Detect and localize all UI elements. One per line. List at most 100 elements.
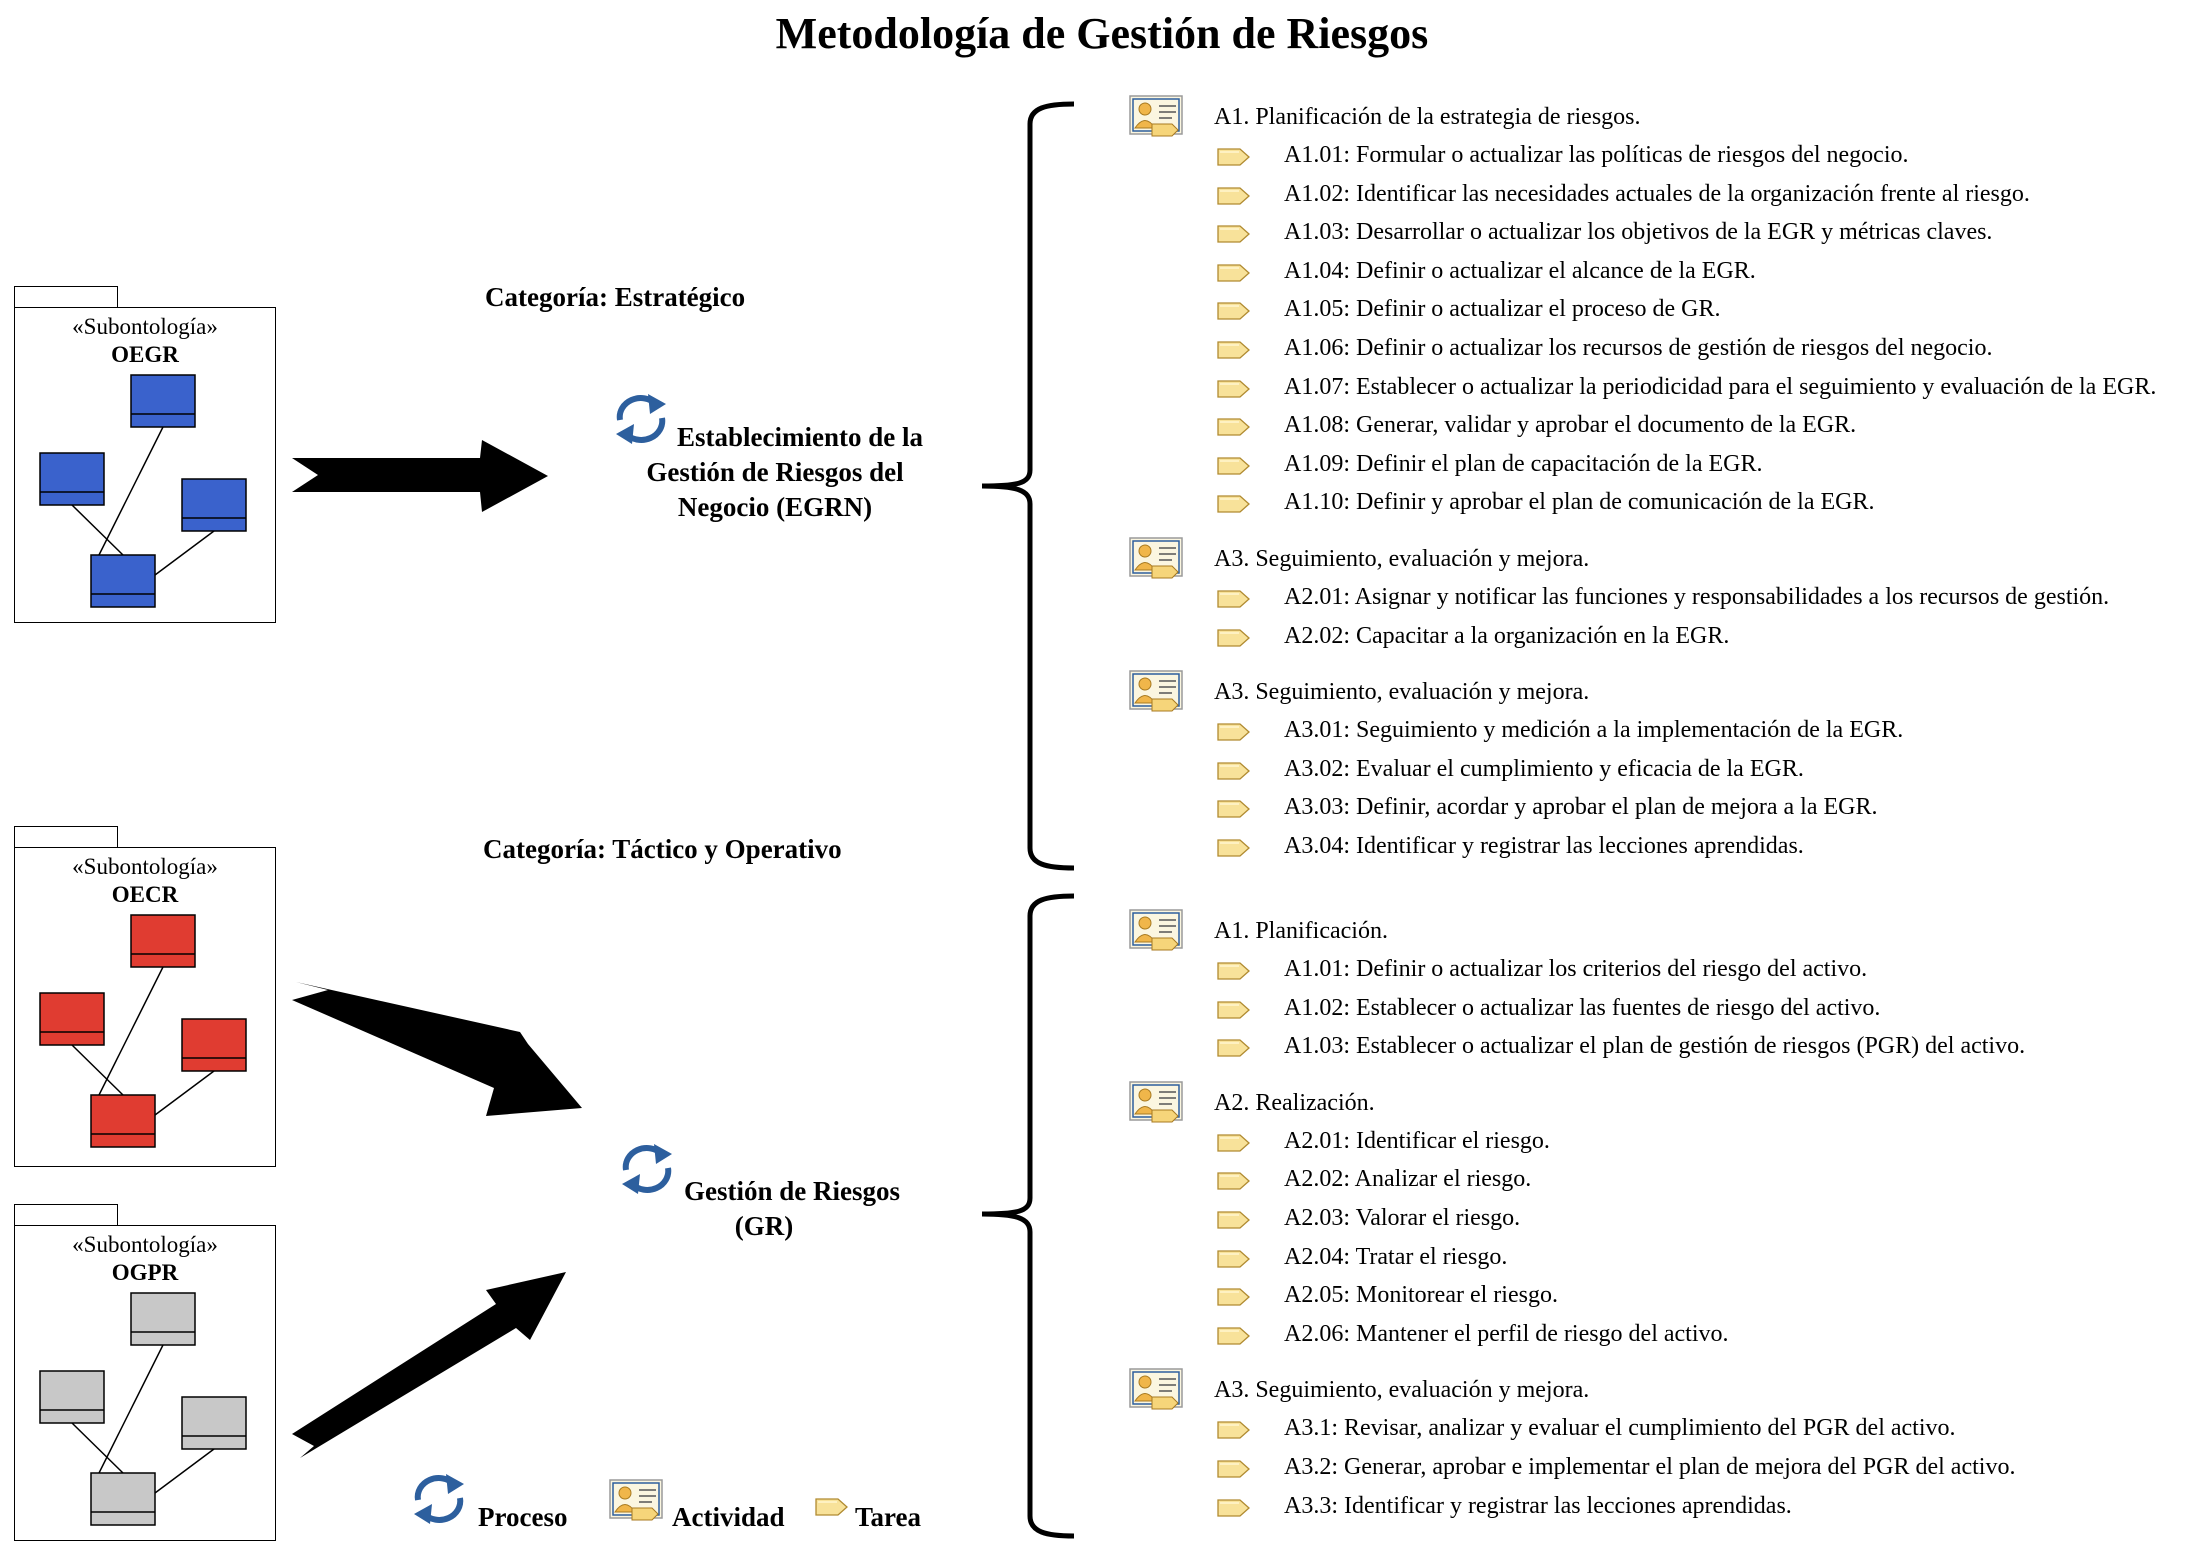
task-label: A2.03: Valorar el riesgo. bbox=[1284, 1205, 1521, 1231]
tag-shape bbox=[1217, 628, 1250, 647]
tag-shape bbox=[1217, 1249, 1250, 1268]
package-diagram bbox=[39, 1292, 247, 1526]
task-icon bbox=[1217, 1498, 1250, 1517]
task-icon bbox=[1217, 1039, 1250, 1057]
task-icon bbox=[1217, 1288, 1250, 1306]
card-tag bbox=[631, 1507, 659, 1521]
tag-shape bbox=[1217, 1172, 1250, 1191]
package-stereotype: «Subontología» bbox=[72, 1232, 218, 1257]
task-label: A1.01: Definir o actualizar los criterio… bbox=[1284, 956, 1868, 982]
tag-shape bbox=[1217, 1000, 1250, 1019]
process-egrn-line3: Negocio (EGRN) bbox=[677, 492, 873, 522]
tag-shape bbox=[1217, 225, 1250, 243]
task-label: A2.02: Capacitar a la organización en la… bbox=[1284, 622, 1730, 649]
task-label: A1.02: Establecer o actualizar las fuent… bbox=[1284, 994, 1881, 1021]
tag-shape bbox=[1217, 800, 1250, 819]
package-link bbox=[154, 530, 215, 576]
package-class-box bbox=[181, 478, 247, 532]
legend-process-icon bbox=[414, 1474, 464, 1524]
activity-label: A3. Seguimiento, evaluación y mejora. bbox=[1214, 546, 1590, 572]
card-tag bbox=[1151, 565, 1179, 579]
tag-shape bbox=[1217, 723, 1250, 741]
task-label: A1.08: Generar, validar y aprobar el doc… bbox=[1284, 412, 1857, 439]
package-link bbox=[154, 1070, 215, 1116]
task-label: A3.03: Definir, acordar y aprobar el pla… bbox=[1284, 794, 1878, 821]
package-class-box bbox=[130, 914, 196, 968]
package-class-box bbox=[90, 1094, 156, 1148]
activity-label: A3. Seguimiento, evaluación y mejora. bbox=[1214, 679, 1590, 706]
arrow-oecr-to-gr bbox=[292, 982, 582, 1116]
tag-shape bbox=[1217, 1498, 1250, 1517]
task-label: A1.07: Establecer o actualizar la period… bbox=[1284, 373, 2157, 400]
task-label: A2.01: Asignar y notificar las funciones… bbox=[1284, 584, 2110, 610]
tag-shape bbox=[1217, 1327, 1250, 1345]
tag-shape bbox=[1217, 495, 1250, 514]
package-class-box bbox=[130, 374, 196, 428]
legend-task-label: Tarea bbox=[855, 1502, 922, 1532]
package-name: OGPR bbox=[111, 1260, 179, 1285]
category-tactical: Categoría: Táctico y Operativo bbox=[483, 834, 842, 864]
card-person-head bbox=[1138, 102, 1152, 116]
package-link bbox=[98, 966, 164, 1096]
task-icon bbox=[1217, 148, 1250, 166]
process-cycle-icon bbox=[622, 1144, 672, 1194]
tag-shape bbox=[1217, 264, 1250, 282]
task-icon bbox=[1217, 628, 1250, 647]
task-label: A2.02: Analizar el riesgo. bbox=[1284, 1166, 1532, 1193]
tag-shape bbox=[1217, 418, 1250, 436]
task-icon bbox=[1217, 1327, 1250, 1345]
brace-strategic bbox=[981, 101, 1075, 871]
task-icon bbox=[1217, 341, 1250, 359]
package-link bbox=[98, 426, 164, 556]
tag-shape bbox=[815, 1498, 848, 1516]
cycle-arrowhead-top bbox=[648, 394, 666, 414]
activity-icon bbox=[1129, 537, 1183, 579]
process-egrn-label: Establecimiento de la Gestión de Riesgos… bbox=[620, 420, 930, 525]
category-strategic: Categoría: Estratégico bbox=[485, 282, 746, 312]
process-egrn-line2: Gestión de Riesgos del bbox=[646, 457, 904, 487]
brace-tactical bbox=[981, 893, 1075, 1539]
tag-shape bbox=[1217, 1134, 1250, 1152]
package-class-box bbox=[39, 1370, 105, 1424]
legend-activity-label: Actividad bbox=[672, 1502, 785, 1532]
task-label: A1.06: Definir o actualizar los recursos… bbox=[1284, 335, 1993, 361]
process-gr-label: Gestión de Riesgos (GR) bbox=[672, 1174, 912, 1244]
activity-icon bbox=[1129, 909, 1183, 951]
package-diagram bbox=[39, 374, 247, 608]
task-icon bbox=[1217, 1000, 1250, 1019]
task-label: A1.01: Formular o actualizar las polític… bbox=[1284, 142, 1909, 168]
cycle-arrowhead-top bbox=[446, 1474, 464, 1494]
card-person-head bbox=[1138, 1375, 1152, 1389]
tag-shape bbox=[1217, 1421, 1250, 1440]
package-name: OECR bbox=[111, 882, 179, 907]
task-label: A3.3: Identificar y registrar las leccio… bbox=[1284, 1492, 1792, 1519]
task-icon bbox=[1217, 457, 1250, 475]
activity-icon bbox=[1129, 670, 1183, 712]
package-class-box bbox=[90, 1472, 156, 1526]
task-label: A2.05: Monitorear el riesgo. bbox=[1284, 1282, 1558, 1309]
activity-label: A1. Planificación. bbox=[1214, 918, 1388, 944]
package-link bbox=[71, 1422, 124, 1474]
task-label: A3.02: Evaluar el cumplimiento y eficaci… bbox=[1284, 755, 1804, 782]
task-label: A3.01: Seguimiento y medición a la imple… bbox=[1284, 717, 1904, 744]
package-class-box bbox=[90, 554, 156, 608]
package-name: OEGR bbox=[111, 342, 179, 367]
package-stereotype: «Subontología» bbox=[72, 854, 218, 879]
activity-label: A1. Planificación de la estrategia de ri… bbox=[1214, 104, 1641, 130]
task-label: A3.1: Revisar, analizar y evaluar el cum… bbox=[1284, 1415, 1956, 1442]
arrow-oegr-to-egrn bbox=[292, 440, 548, 512]
task-label: A3.04: Identificar y registrar las lecci… bbox=[1284, 833, 1804, 859]
task-label: A3.2: Generar, aprobar e implementar el … bbox=[1284, 1454, 2016, 1480]
legend-task-icon bbox=[815, 1498, 848, 1516]
card-person-head bbox=[618, 1486, 632, 1500]
tag-shape bbox=[1217, 302, 1250, 321]
tag-shape bbox=[1217, 1460, 1250, 1478]
task-label: A1.02: Identificar las necesidades actua… bbox=[1284, 180, 2030, 207]
task-icon bbox=[1217, 418, 1250, 436]
tag-shape bbox=[1217, 762, 1250, 780]
card-person-head bbox=[1138, 544, 1152, 558]
task-icon bbox=[1217, 1249, 1250, 1268]
cycle-arrowhead-bottom bbox=[414, 1504, 432, 1524]
activity-icon bbox=[1129, 1368, 1183, 1410]
package-diagram bbox=[39, 914, 247, 1148]
